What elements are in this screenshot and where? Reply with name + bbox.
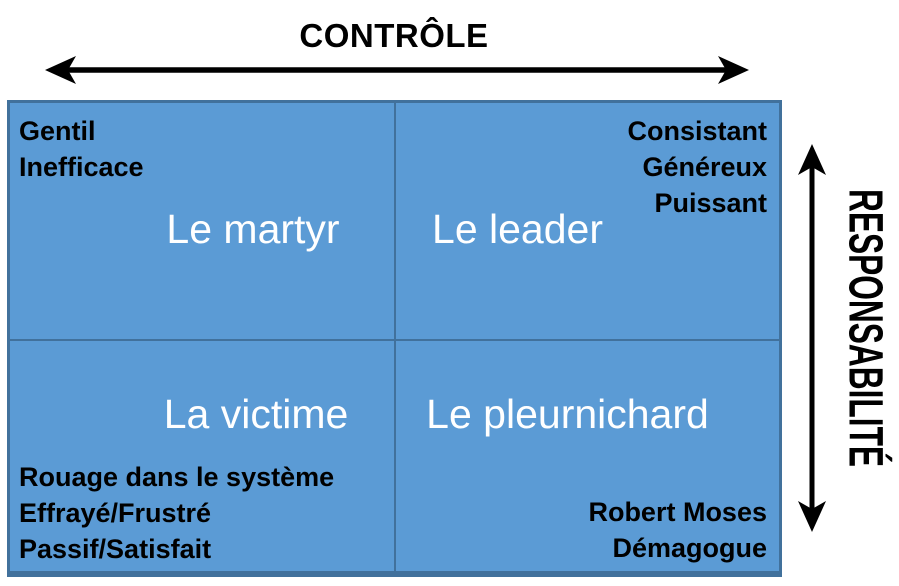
quadrant-top-right-title: Le leader: [432, 206, 603, 252]
horizontal-axis-arrow: [45, 56, 749, 84]
quadrant-top-left: Gentil Inefficace Le martyr: [10, 103, 394, 339]
quadrant-top-left-traits: Gentil Inefficace: [19, 116, 144, 182]
quadrant-bottom-right: Le pleurnichard Robert Moses Démagogue: [395, 341, 779, 571]
quadrant-bottom-left: La victime Rouage dans le système Effray…: [10, 341, 394, 571]
quadrant-bottom-left-traits: Rouage dans le système Effrayé/Frustré P…: [19, 462, 335, 564]
quadrant-bottom-left-title: La victime: [163, 391, 349, 437]
quadrant-bottom-right-title: Le pleurnichard: [426, 391, 709, 437]
quadrant-bottom-right-traits: Robert Moses Démagogue: [588, 497, 767, 563]
quadrant-matrix: Gentil Inefficace Le martyr Consistant G…: [7, 100, 782, 577]
quadrant-top-left-title: Le martyr: [166, 206, 340, 252]
quadrant-top-right: Consistant Généreux Puissant Le leader: [395, 103, 779, 339]
quadrant-top-right-traits: Consistant Généreux Puissant: [627, 116, 767, 218]
vertical-axis-title: RESPONSABILITÉ: [838, 188, 892, 468]
horizontal-axis-title: CONTRÔLE: [299, 17, 489, 54]
vertical-axis-arrow: [798, 144, 826, 532]
